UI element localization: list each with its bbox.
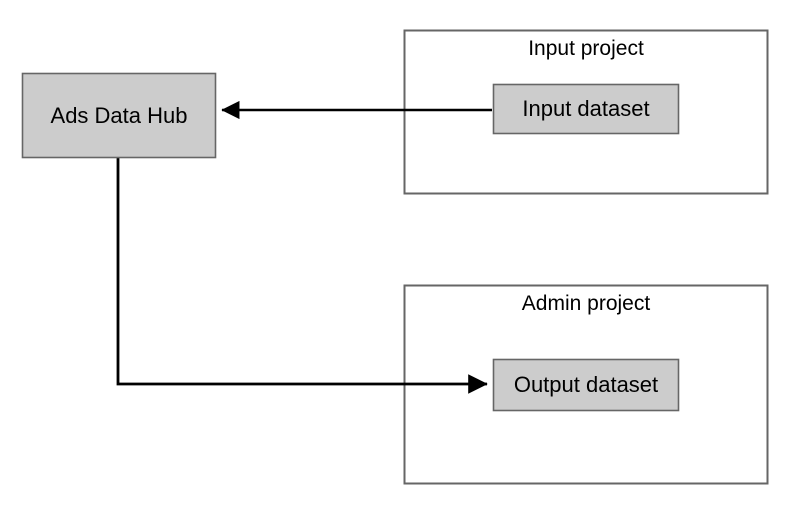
container-title-input-project: Input project [528, 37, 644, 60]
container-title-admin-project: Admin project [521, 292, 651, 315]
node-ads-data-hub[interactable] [21, 72, 217, 159]
edge-ads-data-hub-to-output-dataset[interactable] [116, 157, 488, 394]
node-input-dataset[interactable] [492, 83, 680, 135]
node-output-dataset[interactable] [492, 358, 680, 412]
